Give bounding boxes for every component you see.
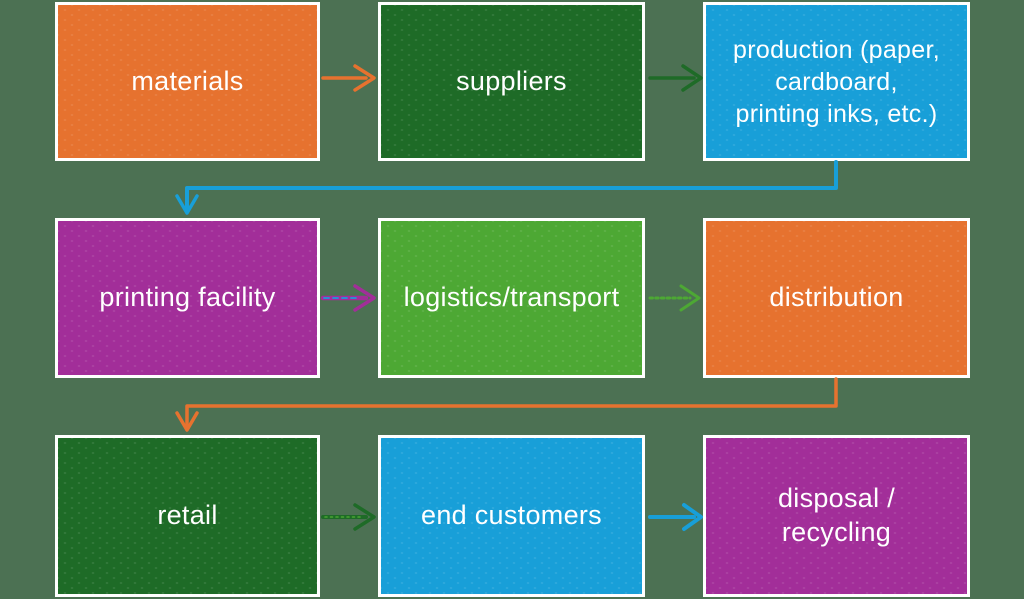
arrow-production-to-printing-facility: [175, 160, 838, 215]
node-suppliers: suppliers: [378, 2, 645, 161]
arrow-retail-to-end-customers: [321, 503, 376, 531]
node-distribution: distribution: [703, 218, 970, 378]
node-end-customers: end customers: [378, 435, 645, 597]
node-logistics-transport-label: logistics/transport: [403, 282, 620, 313]
node-production-label: production (paper, cardboard, printing i…: [733, 34, 940, 130]
node-disposal-line1: disposal /: [777, 483, 896, 514]
arrow-distribution-to-retail: [175, 377, 838, 432]
node-printing-facility-label: printing facility: [99, 282, 276, 313]
arrow-logistics-to-distribution: [648, 284, 701, 312]
arrow-materials-to-suppliers: [321, 64, 376, 92]
node-distribution-label: distribution: [769, 282, 904, 313]
node-materials: materials: [55, 2, 320, 161]
node-end-customers-label: end customers: [421, 500, 602, 531]
node-disposal-recycling: disposal / recycling: [703, 435, 970, 597]
node-logistics-transport: logistics/transport: [378, 218, 645, 378]
arrow-end-customers-to-disposal: [648, 503, 703, 531]
node-materials-label: materials: [131, 65, 244, 96]
node-retail-label: retail: [157, 500, 218, 531]
node-production-line1: production (paper,: [733, 35, 940, 64]
node-retail: retail: [55, 435, 320, 597]
arrow-printing-facility-to-logistics: [320, 284, 376, 312]
node-disposal-recycling-label: disposal / recycling: [778, 482, 895, 550]
arrow-suppliers-to-production: [648, 64, 703, 92]
node-production-line2: cardboard,: [775, 67, 898, 96]
node-production: production (paper, cardboard, printing i…: [703, 2, 970, 161]
node-production-line3: printing inks, etc.): [735, 99, 938, 128]
node-suppliers-label: suppliers: [456, 65, 567, 96]
node-disposal-line2: recycling: [781, 517, 892, 547]
node-printing-facility: printing facility: [55, 218, 320, 378]
